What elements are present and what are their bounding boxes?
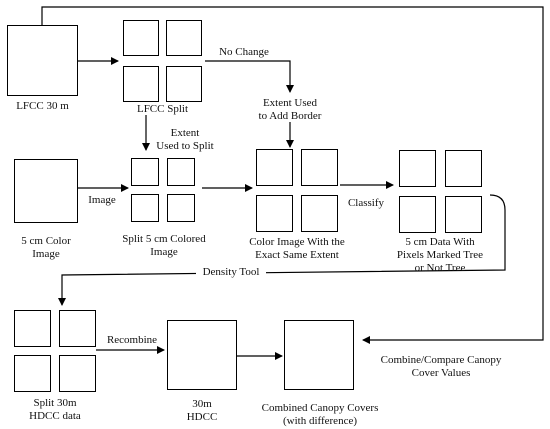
tile [445, 150, 482, 187]
color-image-5cm-label-1: 5 cm Color [21, 235, 71, 247]
extent-border-label-1: Extent Used [262, 97, 318, 109]
combined-label-2: (with difference) [282, 415, 357, 427]
tile [256, 195, 293, 232]
tile [123, 20, 159, 56]
arrow-loop-combined [41, 6, 544, 344]
split-5cm-label-1: Split 5 cm Colored [122, 233, 206, 245]
tile [166, 66, 202, 102]
no-change-label: No Change [219, 46, 269, 58]
tile [131, 194, 159, 222]
tile [167, 158, 195, 186]
extent-border-label-2: to Add Border [258, 110, 322, 122]
tile [301, 149, 338, 186]
split-30m-label-2: HDCC data [29, 410, 81, 422]
color-image-5cm-box [14, 159, 78, 223]
tile [14, 310, 51, 347]
arrow-no-change [205, 60, 294, 93]
lfcc-split-label: LFCC Split [136, 103, 189, 115]
image-edge-label: Image [88, 194, 116, 206]
arrow-density-tool [58, 194, 506, 306]
hdcc-30m-label-2: HDCC [186, 411, 218, 423]
tile [399, 196, 436, 233]
tile [301, 195, 338, 232]
tile [167, 194, 195, 222]
color-same-extent-label-2: Exact Same Extent [255, 249, 339, 261]
density-tool-edge-label: Density Tool [196, 266, 266, 279]
extent-split-label-1: Extent [170, 127, 200, 139]
lfcc-30m-box [7, 25, 78, 96]
combined-canopy-box [284, 320, 354, 390]
tile [445, 196, 482, 233]
data-5cm-label-1: 5 cm Data With [405, 236, 475, 248]
combined-label-1: Combined Canopy Covers [261, 402, 379, 414]
recombine-edge-label: Recombine [106, 334, 158, 346]
lfcc-30m-label: LFCC 30 m [16, 100, 69, 112]
tile [166, 20, 202, 56]
hdcc-30m-box [167, 320, 237, 390]
tile [256, 149, 293, 186]
split-5cm-label-2: Image [150, 246, 178, 258]
tile [131, 158, 159, 186]
extent-split-label-2: Used to Split [156, 140, 214, 152]
tile [59, 355, 96, 392]
split-30m-label-1: Split 30m [33, 397, 77, 409]
classify-edge-label: Classify [347, 197, 385, 209]
combine-compare-label-1: Combine/Compare Canopy [380, 354, 502, 366]
combine-compare-label-2: Cover Values [411, 367, 471, 379]
tile [123, 66, 159, 102]
color-image-5cm-label-2: Image [32, 248, 60, 260]
data-5cm-label-2: Pixels Marked Tree [396, 249, 484, 261]
hdcc-30m-label-1: 30m [192, 398, 212, 410]
color-same-extent-label-1: Color Image With the [249, 236, 345, 248]
tile [399, 150, 436, 187]
tile [14, 355, 51, 392]
data-5cm-label-3: or Not Tree [414, 262, 466, 274]
tile [59, 310, 96, 347]
